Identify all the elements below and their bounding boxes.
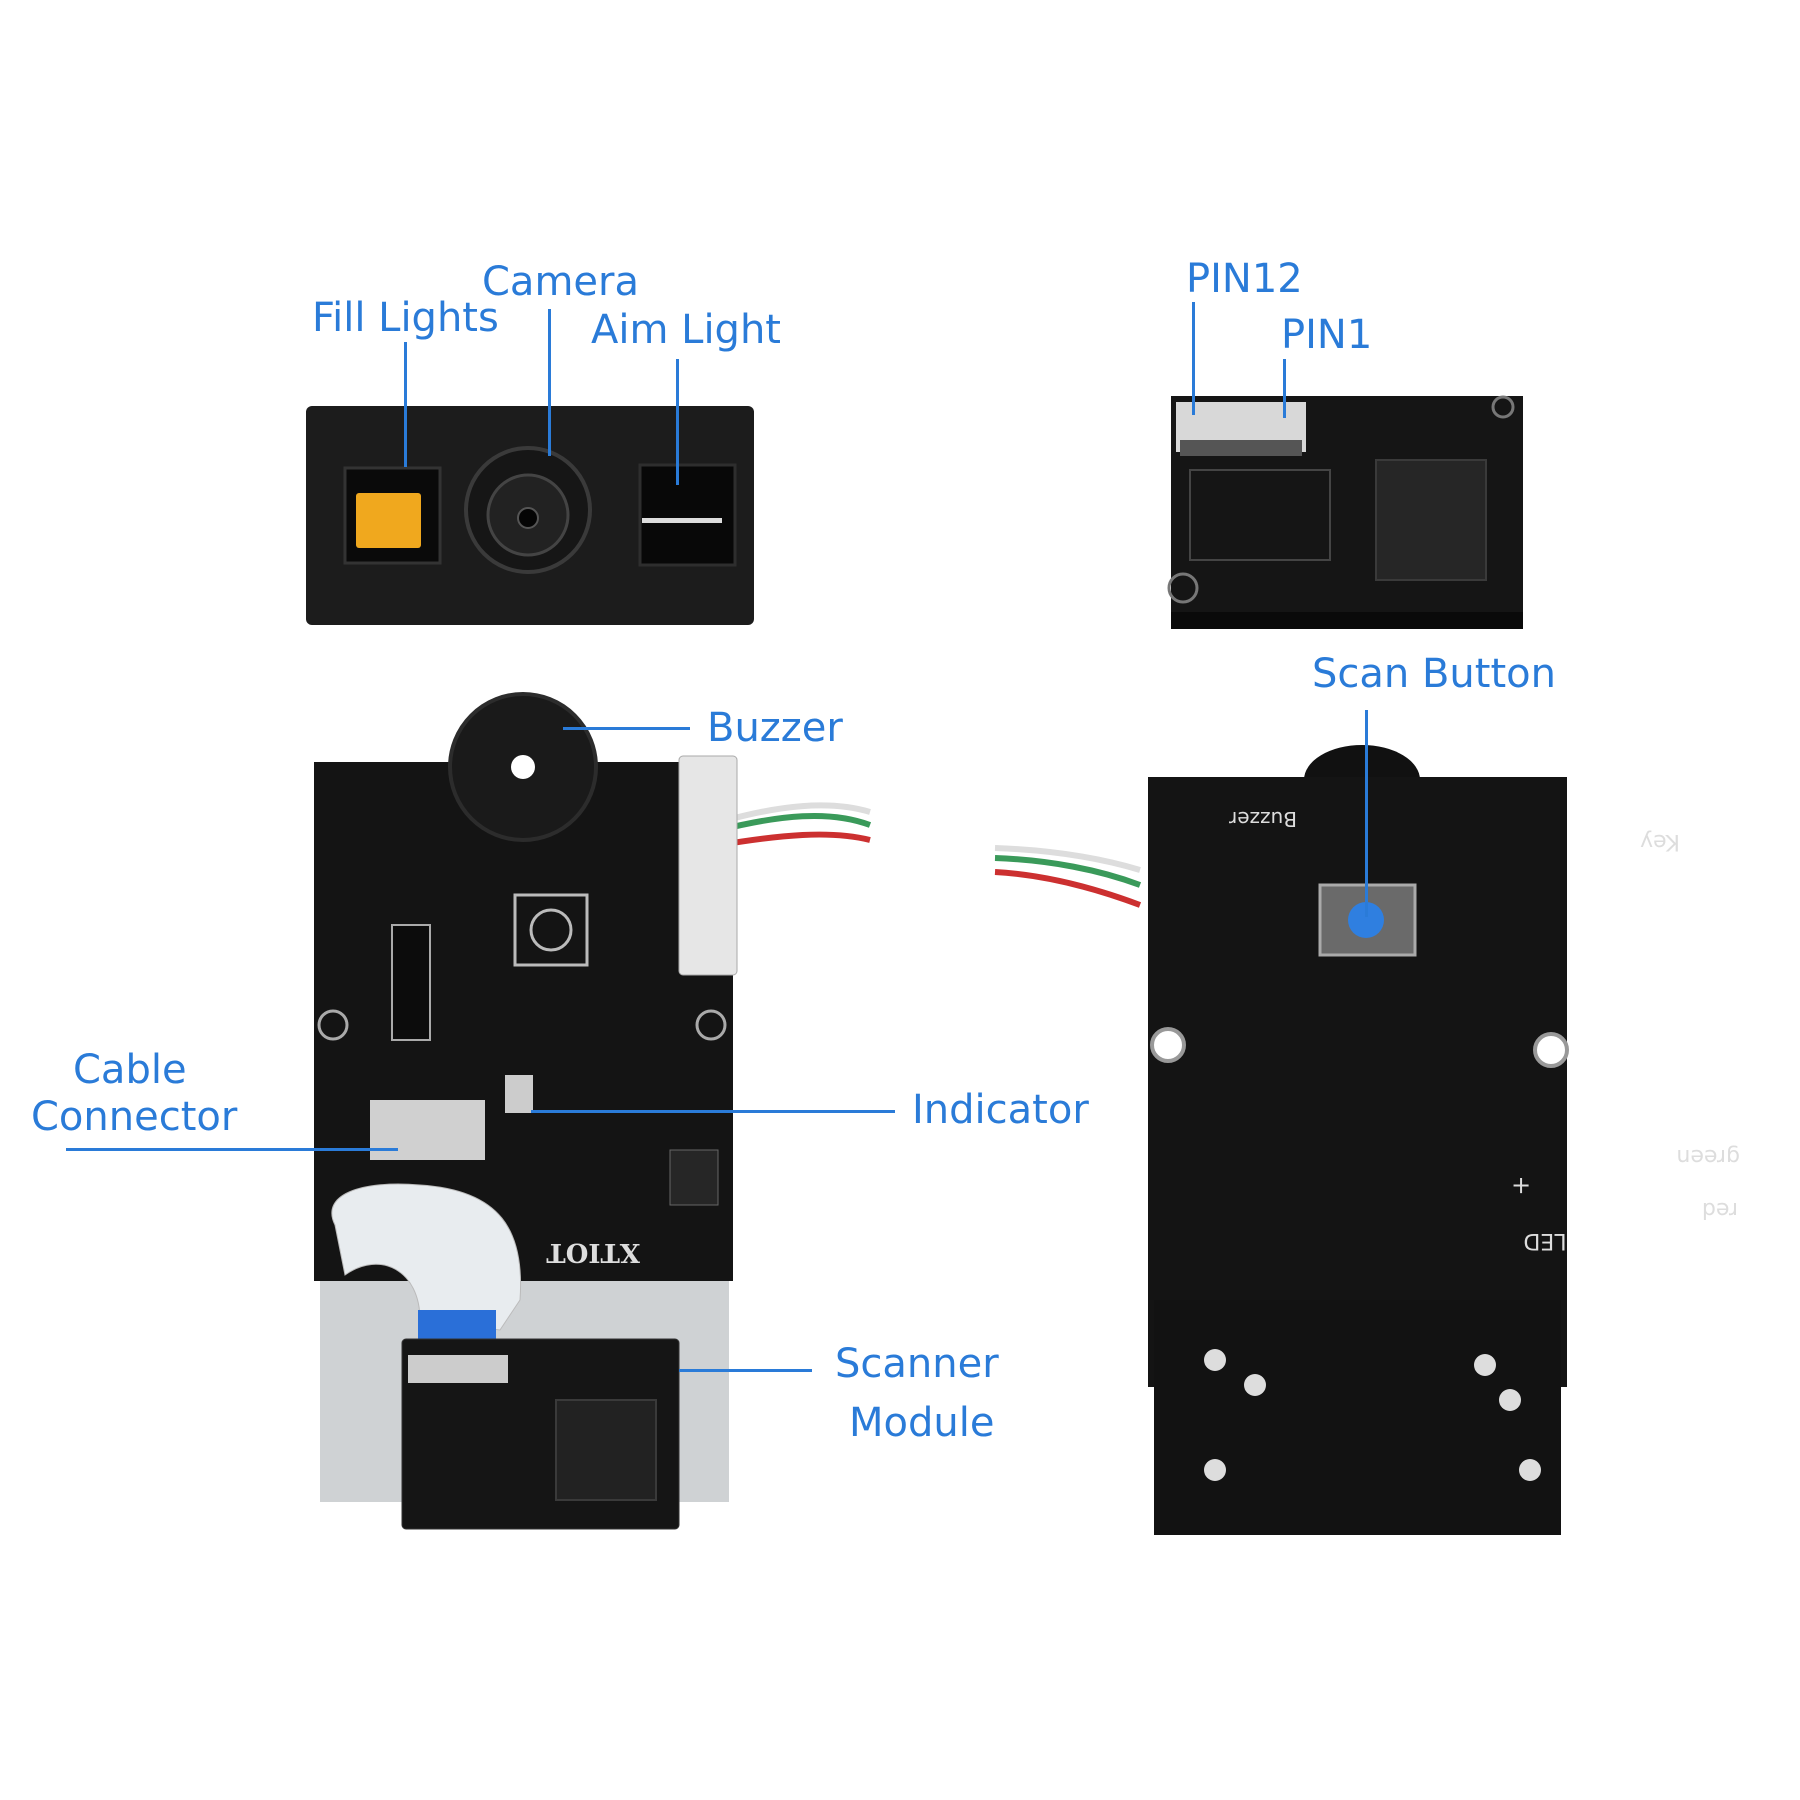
aim-light <box>638 463 737 567</box>
camera-leader-line <box>548 309 551 456</box>
cable-connector-label-line1: Cable <box>73 1047 187 1093</box>
silkscreen-led: LED <box>1523 1228 1566 1253</box>
cable-connector-label-line2: Connector <box>31 1094 238 1140</box>
pin12-leader-line <box>1192 302 1195 415</box>
silkscreen-red: red <box>1702 1197 1738 1222</box>
silkscreen-key: Key <box>1640 829 1680 854</box>
scanner-module-leader-line <box>679 1369 812 1372</box>
ribbon-cable <box>331 1183 522 1331</box>
scanner-module-label-line1: Scanner <box>835 1341 999 1387</box>
aim-light-label: Aim Light <box>591 307 781 353</box>
cable-connector-component <box>370 1100 485 1160</box>
camera-lens <box>517 507 539 529</box>
fill-lights-label: Fill Lights <box>312 295 499 341</box>
scanner-module-label-line2: Module <box>849 1400 995 1446</box>
scan-button-label: Scan Button <box>1312 651 1556 697</box>
silkscreen-green: green <box>1676 1144 1740 1169</box>
scan-engine-front <box>306 406 754 625</box>
decoder-board-front: XTIOT <box>314 692 872 1530</box>
indicator-leader-line <box>531 1110 895 1113</box>
chip <box>1375 459 1487 581</box>
aim-light-leader-line <box>676 359 679 485</box>
pin12-label: PIN12 <box>1186 256 1303 302</box>
cable-connector-leader-line <box>66 1148 398 1151</box>
silkscreen-plus: + <box>1511 1172 1531 1200</box>
pin1-leader-line <box>1283 359 1286 418</box>
wire-connector <box>678 755 738 976</box>
camera-label: Camera <box>482 259 639 305</box>
indicator-led <box>505 1075 533 1113</box>
buzzer-leader-line <box>563 727 690 730</box>
silkscreen-brand: XTIOT <box>546 1237 640 1267</box>
indicator-label: Indicator <box>912 1087 1089 1133</box>
silkscreen-buzzer: Buzzer <box>1228 807 1297 831</box>
fill-lights-leader-line <box>404 342 407 467</box>
buzzer-label: Buzzer <box>707 705 843 751</box>
scan-button-leader-line <box>1365 710 1368 917</box>
fill-light <box>356 493 421 548</box>
scan-engine-back-pcb <box>1167 395 1523 629</box>
decoder-board-back: green red Key LED Buzzer + <box>994 745 1740 1535</box>
scan-button-component <box>1348 902 1384 938</box>
pin1-label: PIN1 <box>1281 312 1373 358</box>
